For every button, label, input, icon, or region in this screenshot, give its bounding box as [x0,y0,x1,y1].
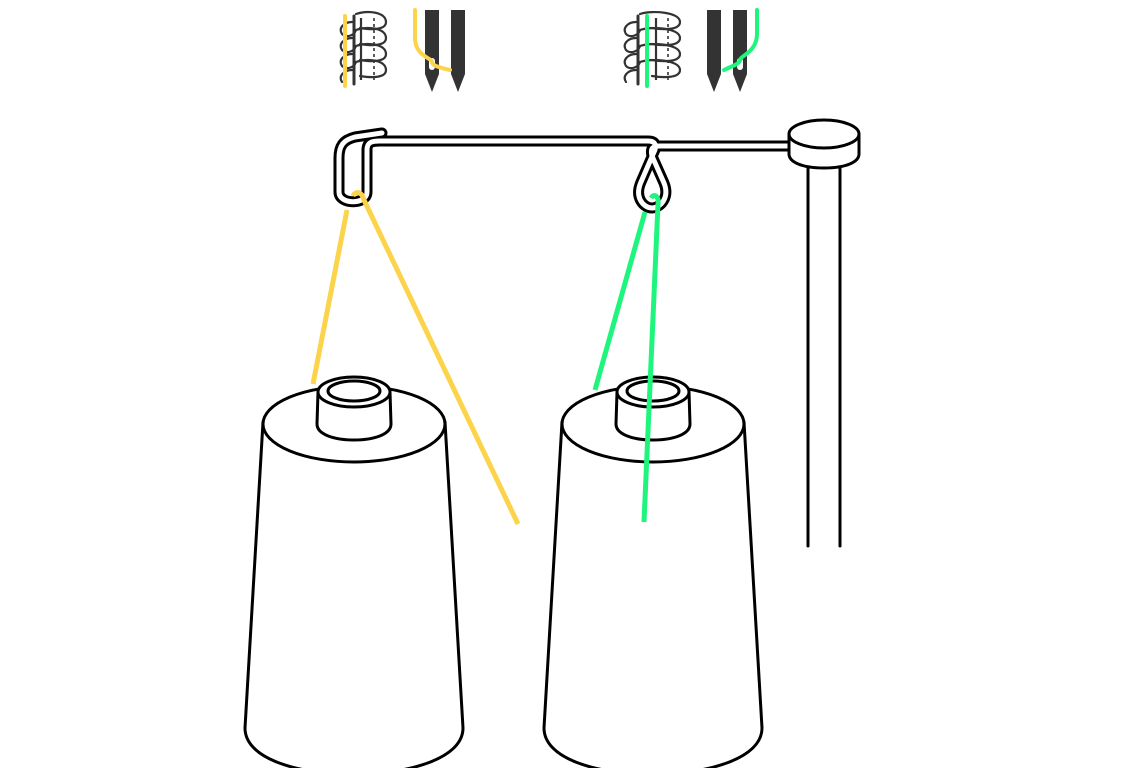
thread-cone-left [243,375,465,768]
thread-cone-right [542,375,764,768]
pole-cap [787,118,861,170]
thread-guide-wire [333,127,814,214]
chainstitch-icon-right [623,11,682,88]
chainstitch-icon-left [339,11,388,88]
twin-needle-icon-right [707,8,759,92]
twin-needle-icon-left [413,8,465,92]
thread-green [592,193,661,523]
thread-stand-pole [806,148,842,548]
thread-yellow [310,190,521,526]
